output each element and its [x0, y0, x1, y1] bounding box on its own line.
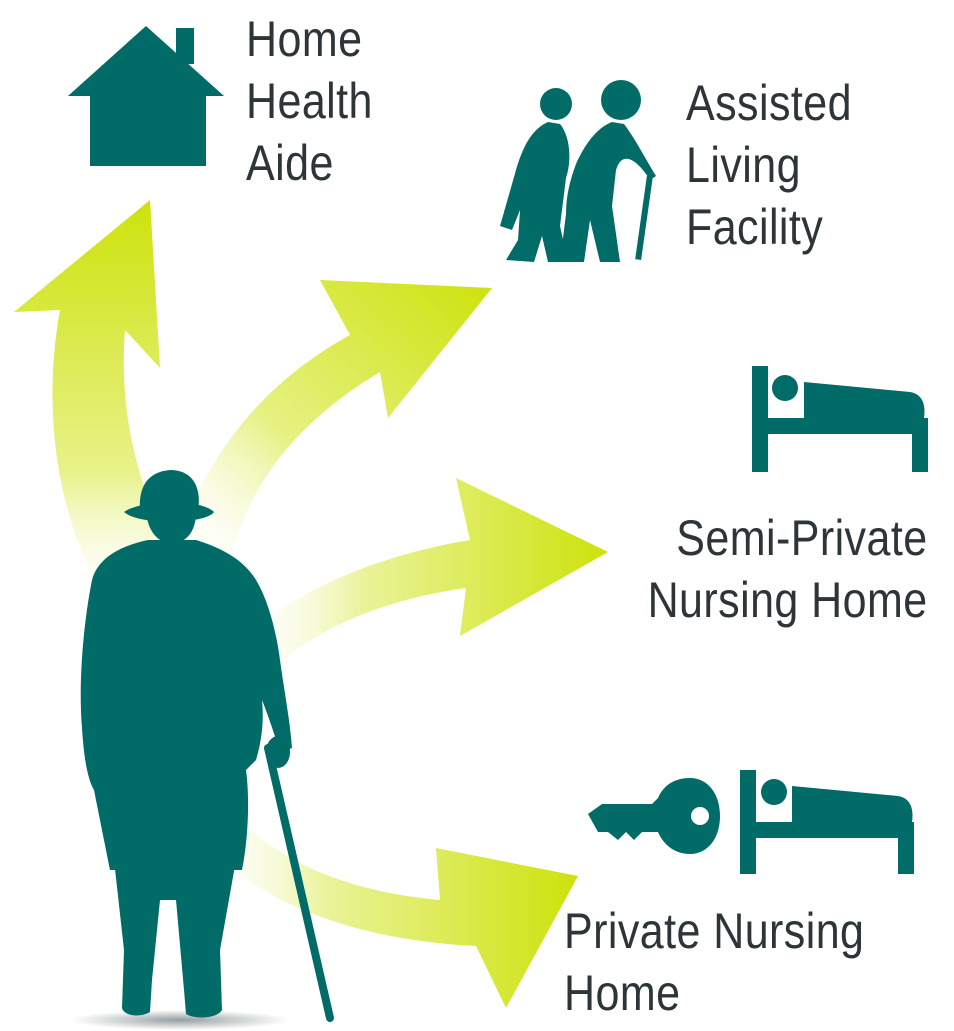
assisted-living-line-1: Assisted — [686, 75, 852, 131]
semi-private-nursing-label: Semi-Private Nursing Home — [648, 507, 928, 631]
private-nursing-line-2: Home — [564, 965, 681, 1021]
arrow-to-home-health-aide — [14, 200, 210, 620]
home-health-aide-line-1: Home — [246, 11, 363, 67]
figure-shadow — [70, 1010, 290, 1030]
assisted-living-line-2: Living — [686, 137, 801, 193]
semi-private-line-1: Semi-Private — [676, 510, 928, 566]
house-icon — [68, 26, 224, 166]
elderly-man-with-cane-icon — [80, 470, 292, 1018]
private-nursing-label: Private Nursing Home — [564, 900, 864, 1024]
key-icon — [588, 778, 720, 854]
arrow-to-assisted-living — [170, 280, 492, 560]
bed-icon — [752, 366, 928, 472]
bed-icon-private — [740, 770, 914, 874]
home-health-aide-line-2: Health — [246, 73, 373, 129]
semi-private-line-2: Nursing Home — [648, 572, 928, 628]
home-health-aide-label: Home Health Aide — [246, 8, 373, 194]
elderly-couple-icon — [500, 80, 656, 262]
assisted-living-label: Assisted Living Facility — [686, 72, 852, 258]
cane-icon — [264, 744, 334, 1022]
assisted-living-line-3: Facility — [686, 199, 824, 255]
home-health-aide-line-3: Aide — [246, 135, 334, 191]
arrow-to-semi-private — [230, 478, 608, 680]
arrow-to-private-nursing — [190, 780, 578, 1008]
private-nursing-line-1: Private Nursing — [564, 903, 865, 959]
